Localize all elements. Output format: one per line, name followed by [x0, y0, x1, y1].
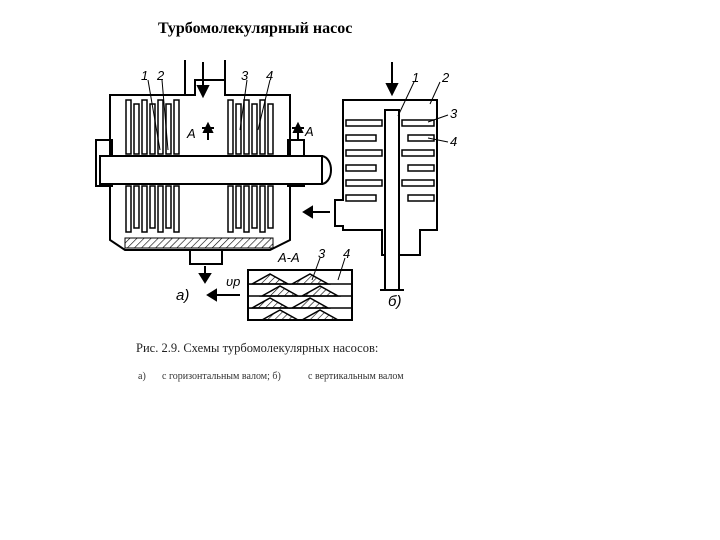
label-b-1: 1 — [412, 70, 419, 85]
outlet-arrow — [198, 266, 240, 302]
section-label-3: 3 — [318, 246, 326, 261]
label-a-4: 4 — [266, 68, 273, 83]
section-title: A-A — [277, 250, 300, 265]
left-blade-stack — [125, 99, 180, 233]
label-a-1: 1 — [141, 68, 148, 83]
label-b-3: 3 — [450, 106, 458, 121]
figure-a-letter: а) — [176, 287, 189, 304]
subcaption-a-letter: а) — [138, 371, 146, 382]
bottom-lining — [124, 237, 274, 249]
label-a-2: 2 — [156, 68, 165, 83]
label-b-2: 2 — [441, 70, 450, 85]
flow-label: υр — [226, 274, 240, 289]
inlet-arrow — [196, 62, 210, 99]
side-arrow — [302, 205, 330, 219]
vertical-housing — [334, 99, 438, 256]
section-marker-right — [292, 121, 304, 140]
section-letter-right: A — [304, 124, 314, 139]
section-label-4: 4 — [343, 246, 350, 261]
section-marker-left — [202, 121, 214, 140]
pump-housing — [109, 79, 291, 251]
vertical-pump-figure — [334, 99, 438, 256]
section-letter-left: A — [186, 126, 196, 141]
vertical-inlet-arrow — [385, 62, 399, 97]
right-blade-stack — [227, 99, 274, 233]
slide-title: Турбомолекулярный насос — [158, 20, 353, 37]
vertical-blade-stack — [345, 119, 435, 202]
label-b-4: 4 — [450, 134, 457, 149]
subcaption-b-text: с вертикальным валом — [308, 371, 404, 382]
figure-caption: Рис. 2.9. Схемы турбомолекулярных насосо… — [136, 341, 379, 355]
horizontal-shaft — [99, 155, 323, 185]
figure-b-letter: б) — [388, 293, 401, 310]
vertical-shaft — [384, 109, 400, 291]
label-a-3: 3 — [241, 68, 249, 83]
section-a-a — [247, 257, 353, 321]
subcaption-a-text: с горизонтальным валом; б) — [162, 371, 281, 382]
horizontal-pump-figure — [95, 60, 305, 265]
